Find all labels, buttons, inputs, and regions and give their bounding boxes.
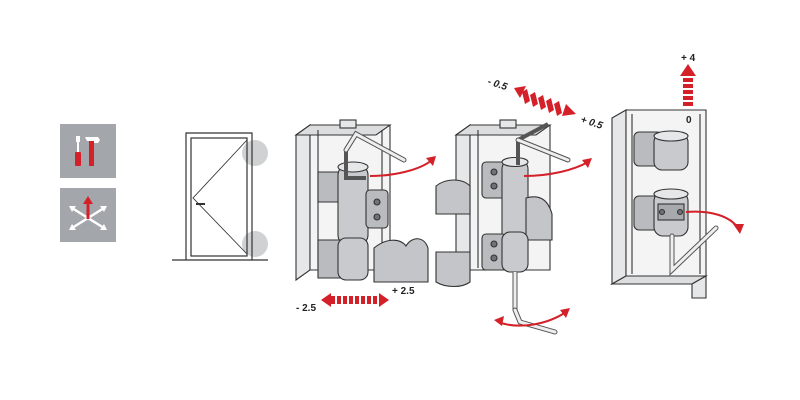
height-plus-label: + 4 (681, 53, 696, 64)
tools-icon-box (60, 124, 116, 178)
hinge-depth (435, 119, 592, 335)
lateral-minus-arrowhead (321, 293, 331, 307)
height-plus-arrowhead (680, 64, 696, 76)
depth-plus-label: + 0.5 (579, 114, 604, 132)
height-adjust-indicator: + 4 0 (680, 53, 696, 126)
hinge-height (609, 109, 744, 299)
depth-plus-arrowhead (562, 104, 576, 116)
lower-hinge-marker (242, 231, 268, 257)
lateral-plus-label: + 2.5 (392, 286, 415, 297)
rotation-arrow (369, 159, 433, 177)
lateral-adjust-indicator: - 2.5 + 2.5 (296, 286, 415, 314)
screwdriver-hammer-icon (75, 136, 100, 166)
upper-hinge-marker (242, 140, 268, 166)
door-elevation (172, 132, 268, 261)
lateral-plus-arrowhead (379, 293, 389, 307)
depth-minus-label: - 0.5 (486, 76, 509, 93)
3d-adjustment-arrows-icon (69, 196, 107, 230)
lateral-minus-label: - 2.5 (296, 303, 316, 314)
depth-minus-arrowhead (514, 86, 526, 98)
height-zero-label: 0 (686, 115, 692, 126)
hinge-lateral (294, 119, 436, 283)
adjust-icon-box (60, 188, 116, 242)
